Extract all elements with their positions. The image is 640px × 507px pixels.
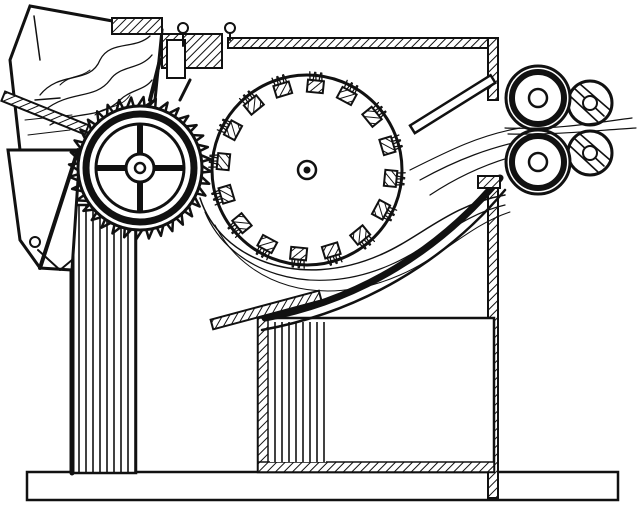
beater-brush — [255, 233, 279, 261]
feed-roller-tooth — [181, 202, 194, 218]
beater-brush — [378, 134, 403, 157]
beater-brush — [216, 118, 244, 142]
top-bracket — [111, 17, 236, 102]
feed-roller-tooth — [182, 123, 198, 135]
beater-brush — [305, 71, 326, 95]
beater-brush — [227, 211, 254, 239]
feed-roller-tooth — [155, 101, 169, 115]
delivery-chute — [199, 73, 531, 332]
feed-roller-tooth — [90, 209, 106, 222]
base-plate — [25, 470, 620, 502]
feed-roller-tooth — [67, 161, 82, 173]
feed-roller-tooth — [193, 142, 210, 154]
feed-roller-tooth — [73, 139, 87, 153]
feed-roller-tooth — [193, 183, 207, 197]
feed-roller-tooth — [75, 192, 92, 203]
receiving-box — [256, 316, 496, 474]
beater-brush — [348, 223, 376, 250]
feed-roller-tooth — [100, 216, 115, 229]
toothed-feed-roller — [67, 95, 213, 241]
feed-roller-tooth — [135, 95, 147, 110]
feed-roller-tooth — [188, 133, 205, 144]
beater-brush — [320, 241, 343, 266]
feed-roller-tooth — [165, 107, 180, 120]
feed-roller-tooth — [68, 172, 83, 184]
feed-roller-tooth — [95, 110, 107, 126]
beater-brush — [370, 198, 398, 222]
feed-roller-tooth — [111, 221, 125, 235]
feed-roller-tooth — [82, 201, 98, 213]
beater-brush — [208, 151, 232, 172]
beater-brushes — [208, 71, 406, 269]
feed-roller-tooth — [173, 210, 185, 226]
feed-roller-tooth — [164, 216, 175, 233]
feed-roller-tooth — [174, 114, 190, 127]
beater-brush — [238, 90, 266, 117]
feed-roller-tooth — [133, 226, 145, 241]
beater-brush — [288, 245, 309, 269]
beater-brush — [360, 101, 387, 129]
feed-roller-tooth — [122, 224, 135, 239]
beater-cylinder — [208, 71, 406, 269]
feed-roller-tooth — [86, 118, 99, 134]
left-support-column — [69, 202, 138, 476]
beater-brush — [382, 168, 406, 189]
delivery-rollers — [504, 64, 637, 196]
feed-roller-tooth — [124, 96, 136, 111]
feed-roller-tooth — [114, 98, 126, 115]
feed-roller-tooth — [145, 97, 158, 112]
feed-roller-tooth — [154, 221, 166, 238]
feed-roller-tooth — [197, 152, 212, 164]
feed-roller-tooth — [188, 193, 201, 208]
beater-brush — [211, 183, 236, 206]
feed-roller-tooth — [196, 173, 211, 186]
beater-brush — [335, 79, 359, 107]
feed-roller-tooth — [79, 128, 92, 143]
feed-roller-tooth — [144, 225, 156, 240]
feed-roller-tooth — [70, 182, 87, 194]
beater-brush — [271, 74, 294, 99]
feed-roller-teeth — [67, 95, 213, 241]
feed-roller-tooth — [69, 150, 84, 163]
feed-roller-tooth — [105, 103, 116, 120]
